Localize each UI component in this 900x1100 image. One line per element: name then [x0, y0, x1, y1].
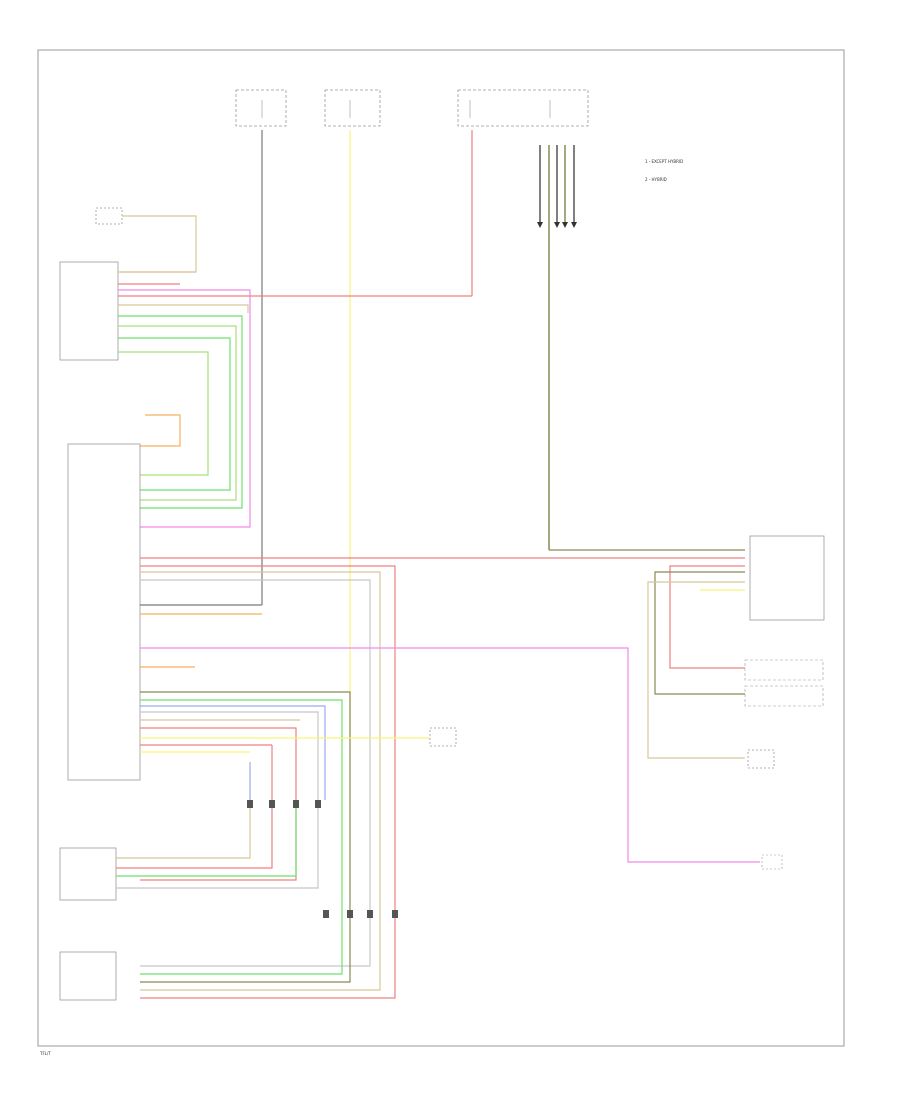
- right-box-2: [744, 685, 824, 707]
- terminal-bottom-right: [761, 854, 783, 870]
- connector-1-wires: [118, 271, 472, 528]
- fuse-block-1: [235, 89, 287, 127]
- fuse-block-2: [324, 89, 381, 127]
- page-label: TFL/T: [39, 1051, 51, 1056]
- legend-item-1: 1 - EXCEPT HYBRID: [645, 159, 683, 164]
- connector-1: [59, 261, 119, 361]
- legend: 1 - EXCEPT HYBRID 2 - HYBRID: [645, 159, 683, 182]
- sensor-right: [747, 749, 775, 769]
- connector-bottom-left: [59, 951, 117, 1001]
- legend-item-2: 2 - HYBRID: [645, 177, 667, 182]
- connector-markers: [247, 800, 398, 918]
- connector-lower-left: [59, 847, 117, 901]
- sensor-mid: [429, 727, 457, 747]
- diagram-frame: [37, 49, 845, 1047]
- right-box-1: [744, 659, 824, 681]
- main-module-wires: [140, 557, 760, 999]
- right-module: [749, 535, 825, 621]
- fuse-block-3: [457, 89, 589, 127]
- main-module: [67, 443, 141, 781]
- wire-bundle-top-right: [537, 145, 577, 550]
- connector-lower-left-wires: [116, 808, 319, 889]
- right-module-wires: [549, 549, 745, 759]
- component-mid-left: [140, 414, 181, 447]
